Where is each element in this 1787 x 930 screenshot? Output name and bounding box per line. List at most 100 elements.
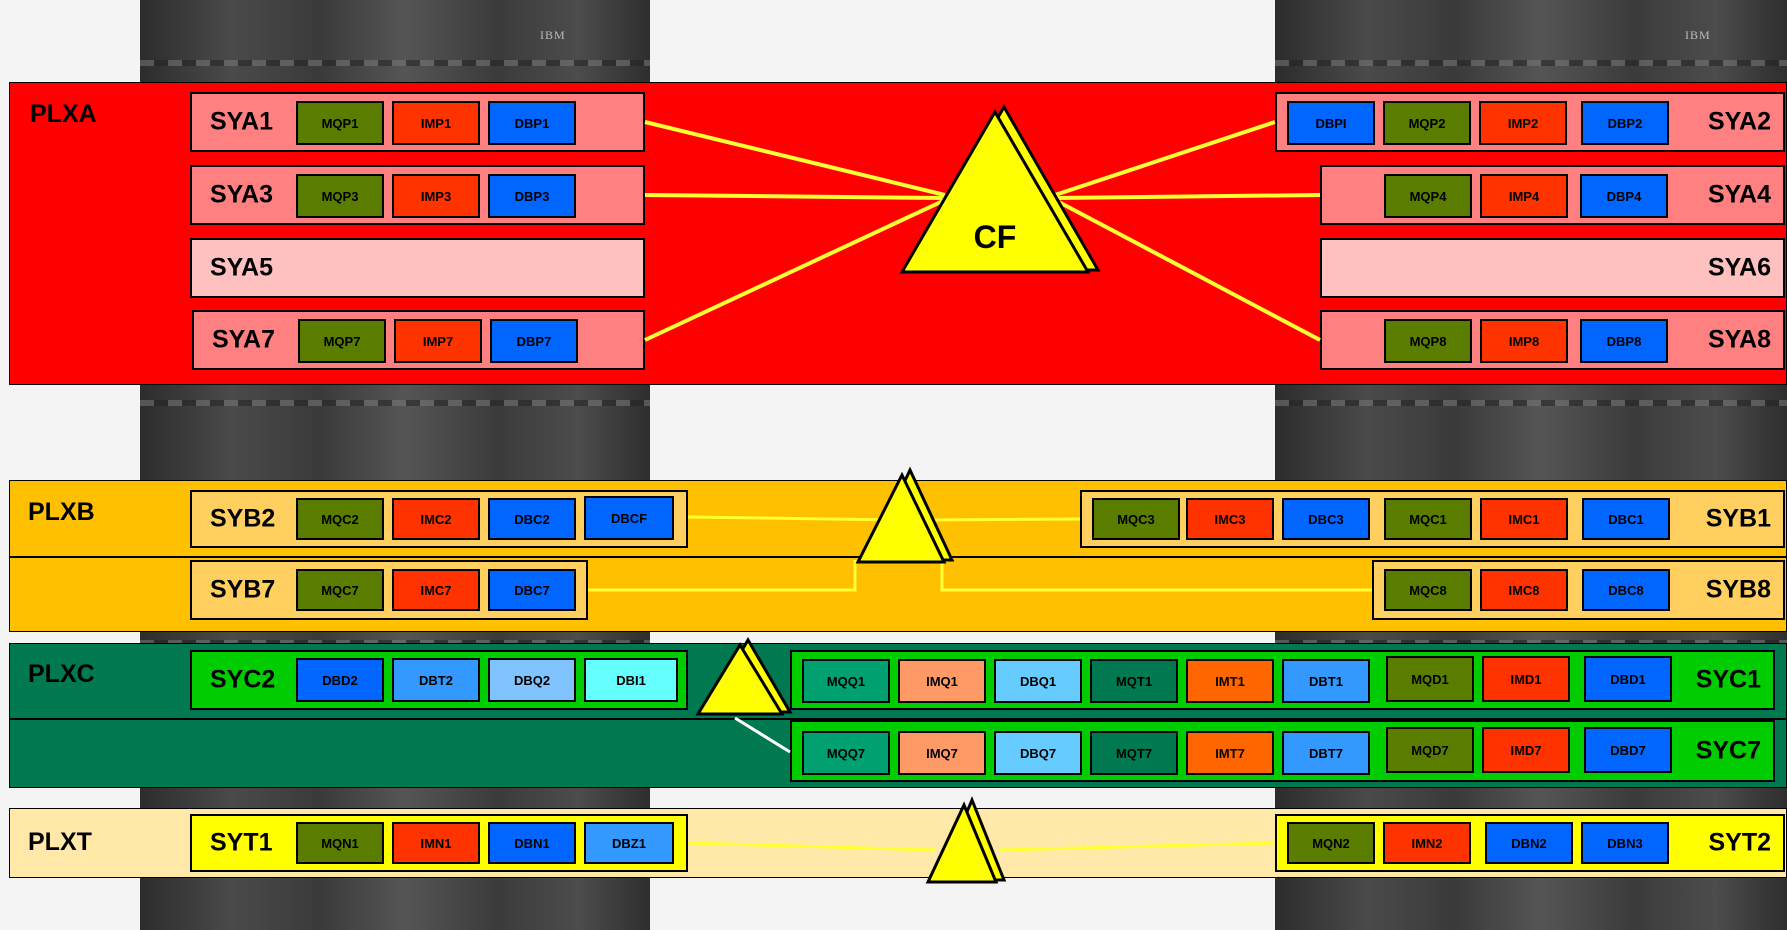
subsystem-mq[interactable]: MQQ7: [802, 731, 890, 775]
subsystem-db[interactable]: DBQ7: [994, 731, 1082, 775]
subsystem-db[interactable]: DBP7: [490, 319, 578, 363]
subsystem-mq[interactable]: MQP7: [298, 319, 386, 363]
system-sya7[interactable]: SYA7 MQP7 IMP7 DBP7: [192, 310, 645, 370]
system-syb2[interactable]: SYB2 MQC2 IMC2 DBC2 DBCF: [190, 490, 688, 548]
subsystem-db[interactable]: DBCF: [584, 496, 674, 540]
system-syc7[interactable]: SYC7 MQQ7 IMQ7 DBQ7 MQT7 IMT7 DBT7 MQD7 …: [790, 720, 1775, 782]
subsystem-im[interactable]: IMP2: [1479, 101, 1567, 145]
system-sya8[interactable]: SYA8 MQP8 IMP8 DBP8: [1320, 310, 1785, 370]
system-label: SYA1: [210, 107, 274, 136]
system-label: SYA7: [212, 325, 276, 354]
subsystem-db[interactable]: DBC1: [1582, 498, 1670, 540]
subsystem-db[interactable]: DBQ2: [488, 658, 576, 702]
subsystem-im[interactable]: IMP7: [394, 319, 482, 363]
subsystem-db[interactable]: DBP2: [1581, 101, 1669, 145]
subsystem-db[interactable]: DBI1: [584, 658, 678, 702]
system-syc1[interactable]: SYC1 MQQ1 IMQ1 DBQ1 MQT1 IMT1 DBT1 MQD1 …: [790, 650, 1775, 710]
subsystem-im[interactable]: IMD7: [1482, 727, 1570, 773]
system-syt2[interactable]: SYT2 MQN2 IMN2 DBN2 DBN3: [1275, 814, 1785, 872]
subsystem-im[interactable]: IMP8: [1480, 319, 1568, 363]
subsystem-im[interactable]: IMT1: [1186, 659, 1274, 703]
subsystem-mq[interactable]: MQP3: [296, 174, 384, 218]
system-syb7[interactable]: SYB7 MQC7 IMC7 DBC7: [190, 560, 588, 620]
subsystem-im[interactable]: IMC1: [1480, 498, 1568, 540]
plex-band-divider: [9, 718, 1787, 720]
subsystem-mq[interactable]: MQC7: [296, 569, 384, 611]
subsystem-db[interactable]: DBD7: [1584, 727, 1672, 773]
subsystem-db[interactable]: DBPI: [1287, 101, 1375, 145]
subsystem-db[interactable]: DBP4: [1580, 174, 1668, 218]
system-label: SYT2: [1708, 828, 1771, 857]
system-label: SYC1: [1695, 665, 1761, 694]
subsystem-db[interactable]: DBQ1: [994, 659, 1082, 703]
system-label: SYA2: [1707, 107, 1771, 136]
subsystem-im[interactable]: IMD1: [1482, 656, 1570, 702]
subsystem-db[interactable]: DBC3: [1282, 498, 1370, 540]
subsystem-im[interactable]: IMN1: [392, 822, 480, 864]
subsystem-mq[interactable]: MQP1: [296, 101, 384, 145]
system-syb8[interactable]: SYB8 MQC8 IMC8 DBC8: [1372, 560, 1785, 620]
subsystem-db[interactable]: DBT1: [1282, 659, 1370, 703]
subsystem-db[interactable]: DBT2: [392, 658, 480, 702]
system-label: SYA5: [210, 253, 274, 282]
system-sya4[interactable]: SYA4 MQP4 IMP4 DBP4: [1320, 165, 1785, 225]
subsystem-db[interactable]: DBC7: [488, 569, 576, 611]
subsystem-mq[interactable]: MQQ1: [802, 659, 890, 703]
subsystem-db[interactable]: DBP8: [1580, 319, 1668, 363]
system-syc2[interactable]: SYC2 DBD2 DBT2 DBQ2 DBI1: [190, 650, 688, 710]
plex-label-plxb: PLXB: [28, 498, 95, 526]
plex-band-divider: [9, 556, 1787, 558]
subsystem-im[interactable]: IMT7: [1186, 731, 1274, 775]
subsystem-im[interactable]: IMN2: [1383, 822, 1471, 864]
subsystem-im[interactable]: IMC8: [1480, 569, 1568, 611]
system-syb1[interactable]: SYB1 MQC3 IMC3 DBC3 MQC1 IMC1 DBC1: [1080, 490, 1785, 548]
subsystem-db[interactable]: DBT7: [1282, 731, 1370, 775]
subsystem-mq[interactable]: MQP8: [1384, 319, 1472, 363]
subsystem-im[interactable]: IMC3: [1186, 498, 1274, 540]
subsystem-im[interactable]: IMP1: [392, 101, 480, 145]
plex-label-plxt: PLXT: [28, 828, 92, 856]
subsystem-db[interactable]: DBC2: [488, 498, 576, 540]
subsystem-db[interactable]: DBZ1: [584, 822, 674, 864]
system-label: SYC7: [1695, 736, 1761, 765]
subsystem-mq[interactable]: MQD1: [1386, 656, 1474, 702]
subsystem-db[interactable]: DBN3: [1581, 822, 1669, 864]
ibm-logo-left: IBM: [540, 28, 566, 42]
subsystem-mq[interactable]: MQN1: [296, 822, 384, 864]
system-sya3[interactable]: SYA3 MQP3 IMP3 DBP3: [190, 165, 645, 225]
subsystem-db[interactable]: DBN2: [1485, 822, 1573, 864]
subsystem-im[interactable]: IMP4: [1480, 174, 1568, 218]
subsystem-im[interactable]: IMQ1: [898, 659, 986, 703]
subsystem-db[interactable]: DBD2: [296, 658, 384, 702]
subsystem-mq[interactable]: MQT7: [1090, 731, 1178, 775]
subsystem-db[interactable]: DBN1: [488, 822, 576, 864]
subsystem-db[interactable]: DBD1: [1584, 656, 1672, 702]
subsystem-im[interactable]: IMQ7: [898, 731, 986, 775]
subsystem-im[interactable]: IMP3: [392, 174, 480, 218]
system-sya1[interactable]: SYA1 MQP1 IMP1 DBP1: [190, 92, 645, 152]
system-label: SYT1: [210, 828, 273, 857]
subsystem-mq[interactable]: MQN2: [1287, 822, 1375, 864]
system-sya2[interactable]: SYA2 DBPI MQP2 IMP2 DBP2: [1275, 92, 1785, 152]
subsystem-mq[interactable]: MQP2: [1383, 101, 1471, 145]
subsystem-mq[interactable]: MQC8: [1384, 569, 1472, 611]
subsystem-mq[interactable]: MQT1: [1090, 659, 1178, 703]
subsystem-im[interactable]: IMC2: [392, 498, 480, 540]
system-syt1[interactable]: SYT1 MQN1 IMN1 DBN1 DBZ1: [190, 814, 688, 872]
subsystem-im[interactable]: IMC7: [392, 569, 480, 611]
system-label: SYA6: [1707, 253, 1771, 282]
subsystem-db[interactable]: DBP3: [488, 174, 576, 218]
system-label: SYB1: [1705, 504, 1771, 533]
system-label: SYB2: [210, 504, 276, 533]
ibm-logo-right: IBM: [1685, 28, 1711, 42]
subsystem-db[interactable]: DBP1: [488, 101, 576, 145]
subsystem-mq[interactable]: MQC3: [1092, 498, 1180, 540]
system-sya6[interactable]: SYA6: [1320, 238, 1785, 298]
plex-label-plxc: PLXC: [28, 660, 95, 688]
subsystem-mq[interactable]: MQC2: [296, 498, 384, 540]
subsystem-mq[interactable]: MQC1: [1384, 498, 1472, 540]
system-sya5[interactable]: SYA5: [190, 238, 645, 298]
subsystem-mq[interactable]: MQD7: [1386, 727, 1474, 773]
subsystem-db[interactable]: DBC8: [1582, 569, 1670, 611]
subsystem-mq[interactable]: MQP4: [1384, 174, 1472, 218]
